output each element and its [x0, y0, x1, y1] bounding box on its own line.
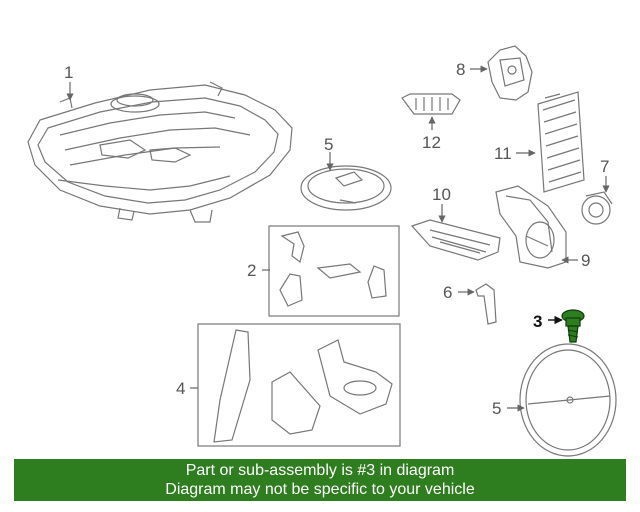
control-module	[537, 91, 585, 193]
motor	[581, 191, 613, 225]
headlamp-assembly	[27, 81, 293, 223]
callout-12: 12	[422, 133, 441, 152]
housing-parts	[213, 329, 393, 443]
callout-2: 2	[247, 261, 256, 280]
info-banner: Part or sub-assembly is #3 in diagram Di…	[14, 459, 626, 501]
callout-6: 6	[443, 283, 452, 302]
callout-7: 7	[600, 157, 609, 176]
callout-4: 4	[176, 379, 185, 398]
callout-11: 11	[494, 144, 512, 163]
callout-10: 10	[432, 185, 451, 204]
air-duct	[495, 185, 567, 269]
hose	[475, 283, 497, 325]
bracket-group-box	[268, 225, 400, 317]
bracket-parts	[279, 231, 387, 307]
callout-3[interactable]: 3	[533, 312, 542, 331]
actuator	[487, 45, 533, 101]
callout-8: 8	[456, 60, 465, 79]
screw-highlighted[interactable]	[561, 309, 585, 343]
lens-cover	[519, 343, 617, 457]
callout-5a: 5	[324, 135, 333, 154]
duct-grille	[410, 219, 501, 261]
reflector-cover	[300, 165, 392, 211]
callout-5b: 5	[492, 399, 501, 418]
banner-line-1: Part or sub-assembly is #3 in diagram	[185, 462, 455, 479]
banner-line-2: Diagram may not be specific to your vehi…	[165, 481, 475, 498]
vent-strip	[401, 93, 461, 115]
callout-9: 9	[581, 251, 590, 270]
housing-group-box	[197, 323, 401, 447]
callout-1: 1	[64, 63, 73, 82]
